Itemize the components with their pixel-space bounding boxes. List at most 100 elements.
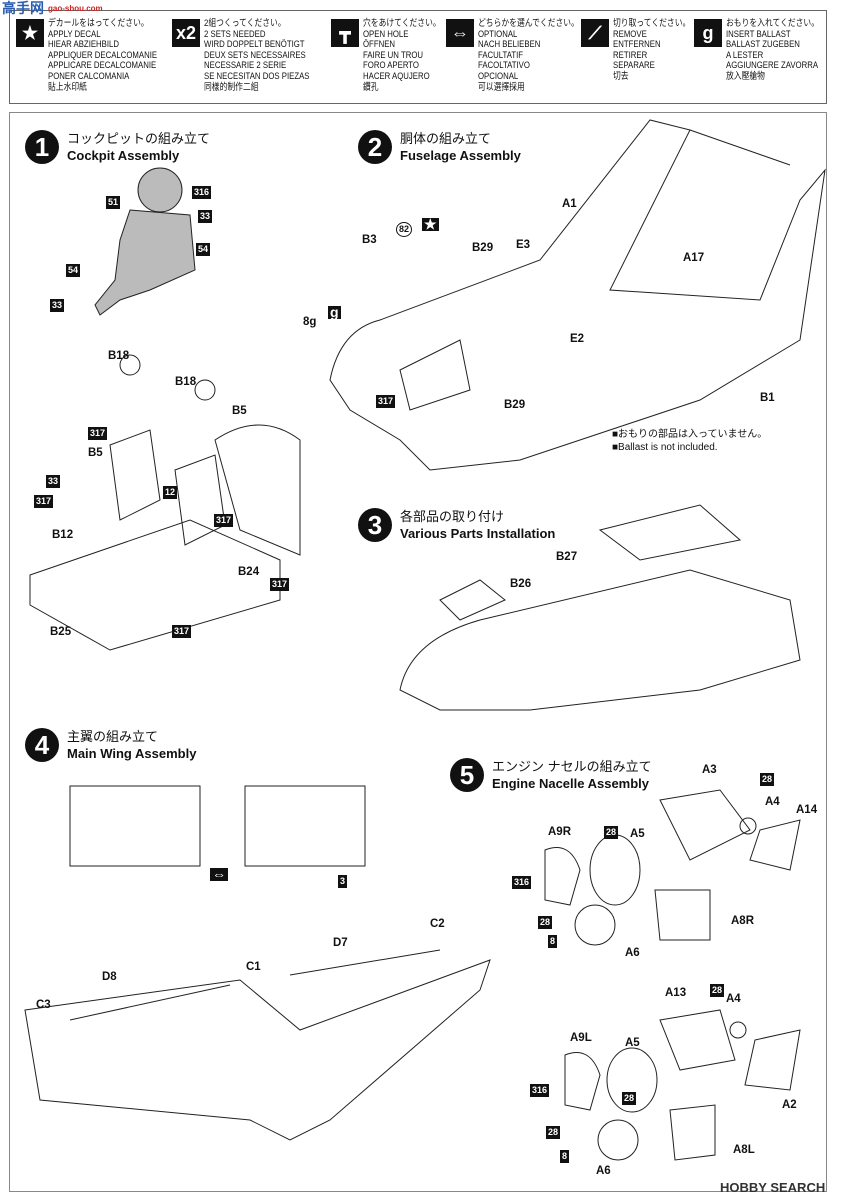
color-code-badge: 28 — [604, 826, 619, 839]
part-label: B5 — [232, 405, 247, 417]
legend-line: FACOLTATIVO — [478, 60, 530, 72]
watermark-bottom-right: HOBBY SEARCH — [720, 1180, 826, 1195]
part-label: C2 — [430, 918, 445, 930]
part-label: B18 — [108, 350, 130, 362]
color-code-badge: 317 — [172, 625, 192, 638]
legend-line: おもりを入れてください。 — [726, 18, 820, 29]
step-title-en: Main Wing Assembly — [67, 746, 197, 761]
legend-line: OPCIONAL — [478, 70, 519, 82]
color-code-badge: 316 — [530, 1084, 550, 1097]
ballast-weight-icon: g — [694, 19, 722, 47]
drill-icon: ┳ — [331, 19, 359, 47]
step-number: 5 — [450, 758, 484, 792]
star-decal-icon: ★ — [422, 216, 439, 232]
part-label: B27 — [556, 551, 578, 563]
legend-line: NACH BELIEBEN — [478, 39, 541, 51]
step-title-en: Fuselage Assembly — [400, 148, 521, 163]
part-label: A17 — [683, 252, 705, 264]
color-code-badge: 33 — [46, 475, 61, 488]
color-code-badge: 12 — [163, 486, 178, 499]
watermark-top-left: 高手网 — [2, 0, 44, 16]
pilot-figure-drawing — [94, 167, 196, 316]
legend-line: WIRD DOPPELT BENÖTIGT — [204, 39, 305, 51]
part-label: B12 — [52, 529, 74, 541]
step-title-jp: 胴体の組み立て — [400, 131, 492, 146]
step-title-en: Various Parts Installation — [400, 526, 556, 541]
legend-line: INSERT BALLAST — [726, 28, 791, 40]
legend-line: A LESTER — [726, 49, 764, 61]
part-label: B18 — [175, 376, 197, 388]
legend-line: FAIRE UN TROU — [363, 49, 424, 61]
legend-line: 穴をあけてください。 — [363, 18, 441, 29]
color-code-badge: 28 — [760, 773, 775, 786]
ballast-weight-icon: g — [328, 304, 341, 320]
step-title-jp: 各部品の取り付け — [400, 509, 505, 524]
legend-line: HACER AQUJERO — [363, 70, 430, 82]
ballast-note-en: ■Ballast is not included. — [612, 442, 718, 453]
part-label: B1 — [760, 392, 775, 404]
color-code-badge: 33 — [50, 299, 65, 312]
legend-line: SEPARARE — [613, 60, 655, 72]
legend-line: HIEAR ABZIEHBILD — [48, 39, 120, 51]
part-label: A5 — [630, 828, 645, 840]
part-label: A14 — [796, 804, 818, 816]
legend-line: RETIRER — [613, 49, 648, 61]
legend-line: 2組つくってください。 — [204, 18, 286, 29]
legend-line: デカールをはってください。 — [48, 18, 149, 29]
color-code-badge: 28 — [710, 984, 725, 997]
fuselage-parts-drawing — [399, 504, 801, 711]
part-label: A1 — [562, 198, 577, 210]
part-label: D7 — [333, 937, 348, 949]
part-label: 8g — [303, 316, 317, 328]
legend-line: ENTFERNEN — [613, 39, 661, 51]
step-number: 2 — [358, 130, 392, 164]
legend-line: PONER CALCOMANIA — [48, 70, 130, 82]
color-code-badge: 28 — [538, 916, 553, 929]
optional-arrows-icon: ⇔ — [446, 19, 474, 47]
legend-line: 可以選擇採用 — [478, 81, 525, 93]
color-code-badge: 28 — [622, 1092, 637, 1105]
legend-line: AGGIUNGERE ZAVORRA — [726, 60, 819, 72]
cockpit-tub-drawing — [29, 354, 301, 651]
part-label: B24 — [238, 566, 260, 578]
color-code-badge: 316 — [512, 876, 532, 889]
step-title-en: Cockpit Assembly — [67, 148, 180, 163]
part-label: C1 — [246, 961, 261, 973]
legend-line: NECESSARIE 2 SERIE — [204, 60, 287, 72]
legend-line: OPTIONAL — [478, 28, 518, 40]
legend-line: APPLIQUER DECALCOMANIE — [48, 49, 158, 61]
part-label: E3 — [516, 239, 531, 251]
color-code-badge: 317 — [214, 514, 234, 527]
color-code-badge: 8 — [548, 935, 558, 948]
color-code-badge: 3 — [338, 875, 348, 888]
part-label: B26 — [510, 578, 532, 590]
step-title-en: Engine Nacelle Assembly — [492, 776, 650, 791]
part-label: B3 — [362, 234, 377, 246]
legend-line: 貼上水印紙 — [48, 81, 87, 93]
part-label: A2 — [782, 1099, 797, 1111]
color-code-badge: 317 — [34, 495, 54, 508]
color-code-badge: 317 — [376, 395, 396, 408]
legend-line: 切り取ってください。 — [613, 18, 691, 29]
part-label: D8 — [102, 971, 117, 983]
part-label: A3 — [702, 764, 717, 776]
legend-line: OPEN HOLE — [363, 28, 409, 40]
part-label: B29 — [504, 399, 526, 411]
main-wing-drawing — [24, 785, 491, 1141]
fuselage-drawing — [329, 119, 826, 471]
color-code-badge: 54 — [66, 264, 81, 277]
legend-line: 同樣的制作二組 — [204, 81, 259, 93]
legend-line: SE NECESITAN DOS PIEZAS — [204, 70, 310, 82]
legend-line: APPLICARE DECALCOMANIE — [48, 60, 157, 72]
part-label: E2 — [570, 333, 585, 345]
color-code-badge: 317 — [270, 578, 290, 591]
step-number: 1 — [25, 130, 59, 164]
